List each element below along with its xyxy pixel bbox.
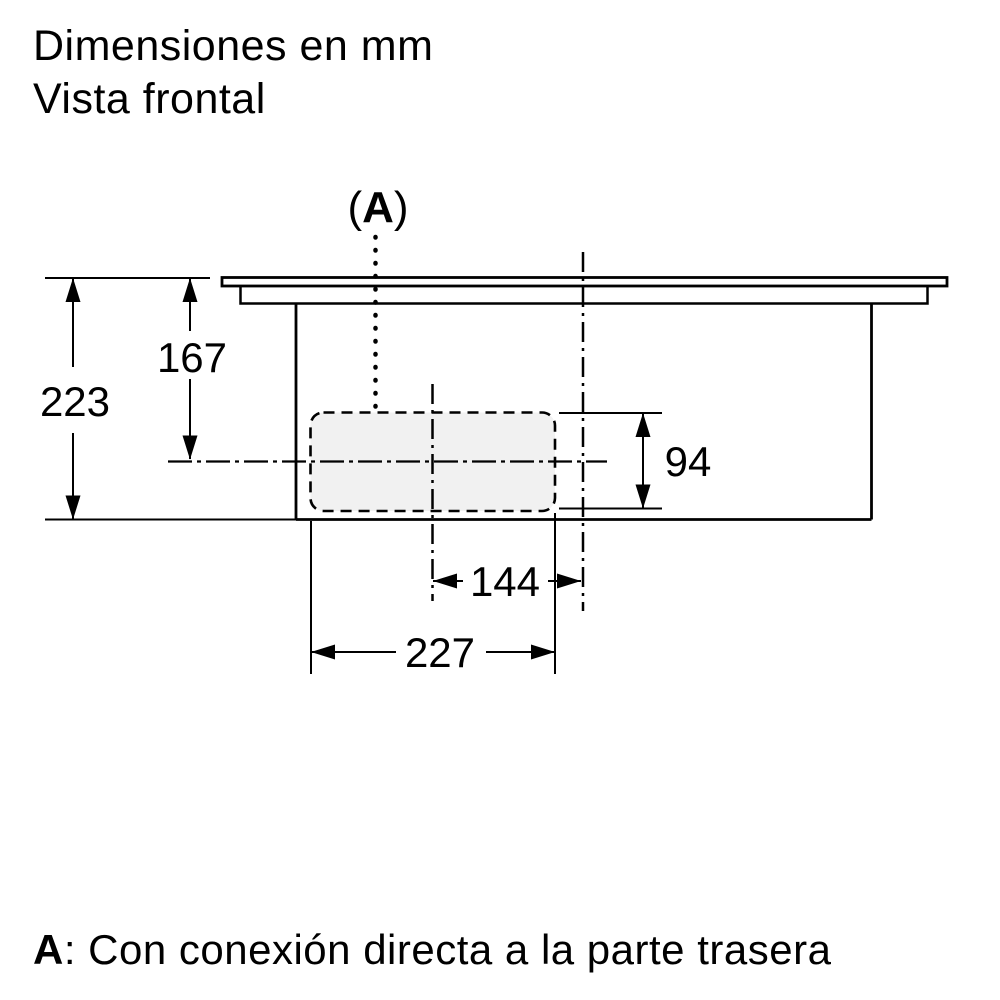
arrowhead-left-icon <box>311 644 335 660</box>
downdraft-body <box>294 304 873 520</box>
dimension-duct-width: 227 <box>311 629 555 676</box>
arrowhead-up-icon <box>182 278 198 302</box>
arrowhead-down-icon <box>65 495 81 520</box>
dim-label-duct-width: 227 <box>405 629 475 676</box>
dim-label-center-offset: 144 <box>470 558 540 605</box>
footnote-key: A <box>33 926 64 973</box>
dimension-total-depth: 223 <box>40 278 110 520</box>
arrowhead-down-icon <box>635 484 651 509</box>
title-line-units: Dimensiones en mm <box>33 22 434 70</box>
connection-point-label: (A) <box>347 183 408 232</box>
dim-label-duct-depth: 94 <box>665 438 712 485</box>
footnote: A: Con conexión directa a la parte trase… <box>33 926 831 974</box>
arrowhead-right-icon <box>557 573 581 589</box>
arrowhead-up-icon <box>635 413 651 437</box>
dimension-duct-depth: 94 <box>635 413 712 509</box>
dimension-center-offset: 144 <box>433 558 581 605</box>
title-line-view: Vista frontal <box>33 75 266 123</box>
arrowhead-down-icon <box>182 435 198 460</box>
arrowhead-right-icon <box>531 644 555 660</box>
cooktop-panel <box>220 276 949 288</box>
dim-label-body-depth: 167 <box>157 334 227 381</box>
dim-label-total-depth: 223 <box>40 378 110 425</box>
footnote-text: : Con conexión directa a la parte traser… <box>63 926 832 973</box>
title-block: Dimensiones en mm Vista frontal <box>33 20 433 126</box>
arrowhead-up-icon <box>65 278 81 302</box>
arrowhead-left-icon <box>433 573 457 589</box>
dimension-body-depth: 167 <box>157 278 227 460</box>
